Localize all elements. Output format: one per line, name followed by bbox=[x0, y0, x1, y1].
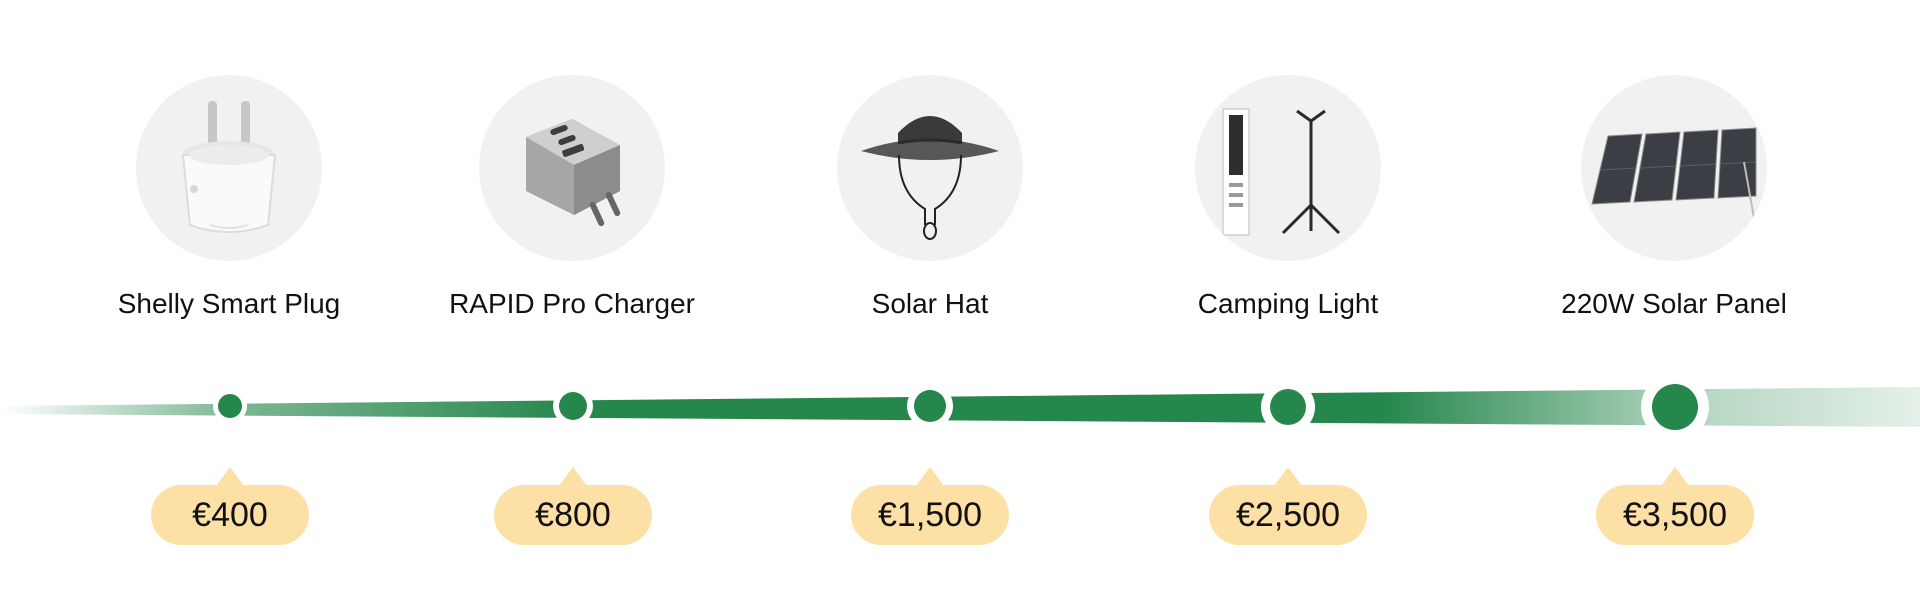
price-badge: €1,500 bbox=[851, 485, 1009, 545]
timeline-node bbox=[907, 383, 953, 429]
solar-hat-icon bbox=[861, 116, 999, 240]
timeline-node bbox=[1261, 380, 1315, 434]
camping-light-image bbox=[1195, 75, 1381, 261]
milestone-name: Camping Light bbox=[1197, 288, 1379, 319]
camping-light-icon bbox=[1222, 108, 1341, 236]
price-badge: €3,500 bbox=[1596, 485, 1754, 545]
price-badge: €400 bbox=[151, 485, 309, 545]
price-badge: €2,500 bbox=[1209, 485, 1367, 545]
milestone-name: RAPID Pro Charger bbox=[449, 288, 695, 319]
smart-plug-icon bbox=[181, 101, 277, 233]
charger-image bbox=[479, 75, 665, 261]
milestone-name: Shelly Smart Plug bbox=[117, 288, 341, 319]
timeline-node bbox=[553, 386, 593, 426]
price-badge: €800 bbox=[494, 485, 652, 545]
milestone-name: 220W Solar Panel bbox=[1561, 288, 1787, 319]
timeline-node bbox=[213, 389, 247, 423]
solar-hat-image bbox=[837, 75, 1023, 261]
timeline-node bbox=[1641, 373, 1709, 440]
milestone-name: Solar Hat bbox=[871, 288, 989, 319]
charger-icon bbox=[526, 119, 621, 227]
timeline-track bbox=[0, 373, 1920, 440]
smart-plug-image bbox=[136, 75, 322, 261]
solar-panel-image bbox=[1581, 75, 1767, 261]
solar-panel-icon bbox=[1591, 127, 1757, 219]
